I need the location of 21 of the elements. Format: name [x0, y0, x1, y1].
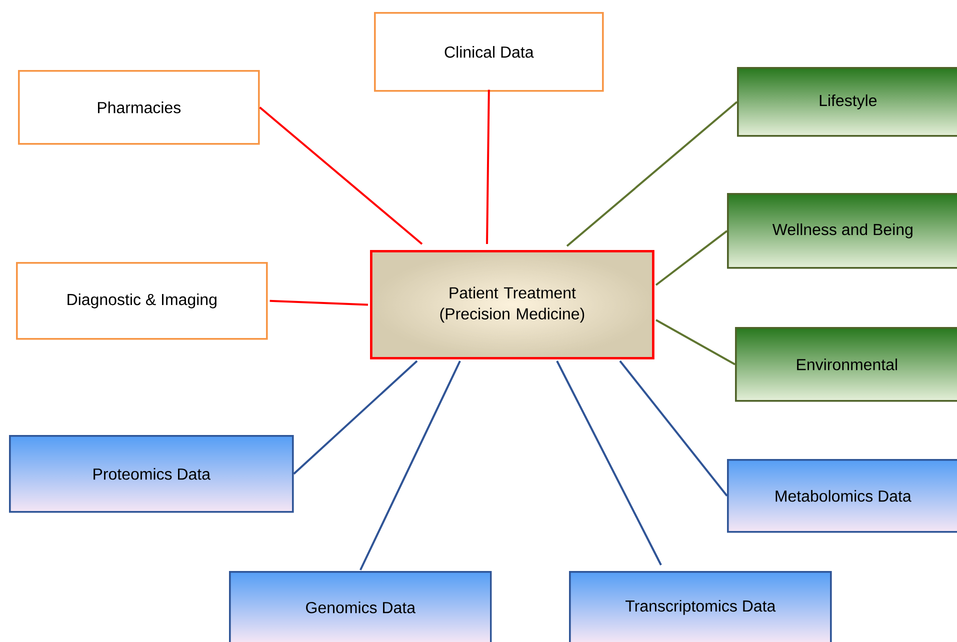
- factor-box: Environmental: [735, 327, 957, 402]
- connector-line: [360, 360, 461, 570]
- connector-line: [486, 90, 490, 244]
- connector-line: [556, 360, 662, 566]
- source-box: Diagnostic & Imaging: [16, 262, 268, 340]
- factor-box: Lifestyle: [737, 67, 957, 137]
- source-box: Pharmacies: [18, 70, 260, 145]
- data-box: Proteomics Data: [9, 435, 294, 513]
- connector-line: [293, 360, 418, 475]
- data-box: Genomics Data: [229, 571, 492, 642]
- central-box: Patient Treatment (Precision Medicine): [370, 250, 654, 360]
- connector-line: [655, 230, 728, 286]
- connector-line: [259, 106, 423, 245]
- source-box: Clinical Data: [374, 12, 604, 92]
- connector-line: [270, 300, 368, 306]
- connector-line: [566, 101, 738, 247]
- connector-line: [619, 360, 728, 497]
- factor-box: Wellness and Being: [727, 193, 957, 269]
- data-box: Metabolomics Data: [727, 459, 957, 533]
- connector-line: [656, 319, 736, 366]
- data-box: Transcriptomics Data: [569, 571, 832, 642]
